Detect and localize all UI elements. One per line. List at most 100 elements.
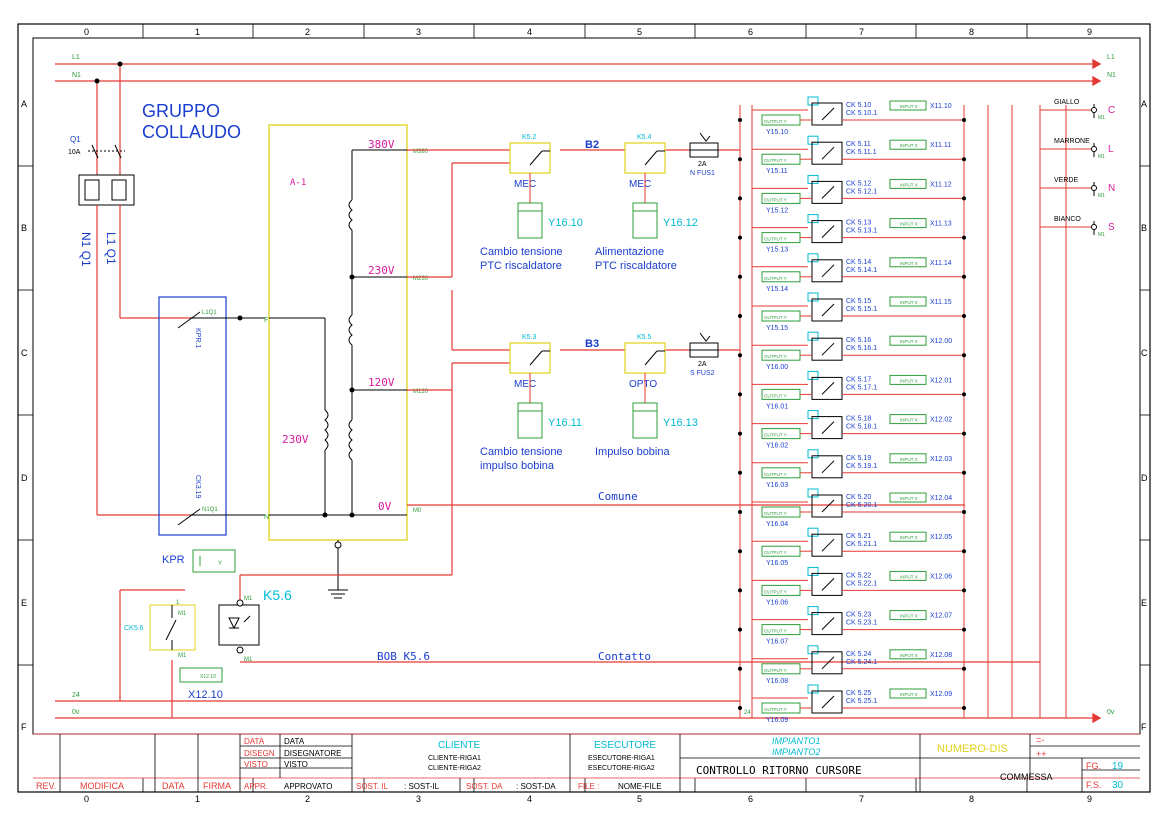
tb-visto-value: VISTO [284, 760, 308, 769]
grid-col-top-1: 1 [195, 27, 200, 37]
tb-pos: ++ [1036, 749, 1047, 759]
grid-col-bottom-4: 4 [527, 794, 532, 804]
output-ck1: CK 5.12.1 [846, 188, 877, 195]
k56-m1-coil-bottom: M1 [244, 657, 253, 663]
tb-sost-il-value: : SOST-IL [404, 782, 440, 791]
grid-row-left-F: F [21, 722, 27, 732]
output-ck: CK 5.24 [846, 651, 871, 658]
input-x: X12.07 [930, 613, 952, 620]
output-ck1: CK 5.16.1 [846, 345, 877, 352]
output-ck1: CK 5.23.1 [846, 620, 877, 627]
input-tag: INPUT X [900, 418, 918, 423]
input-x: X11.14 [930, 260, 952, 267]
relay-id: K5.3 [522, 334, 537, 341]
rail-24-label: 24 [72, 692, 80, 699]
output-y: Y16.05 [766, 560, 788, 567]
q1-n1-label: N1 Q1 [79, 232, 93, 267]
grid-col-bottom-3: 3 [416, 794, 421, 804]
rail-n1-label: N1 [72, 72, 81, 79]
transformer-a1 [268, 124, 408, 599]
output-tag: OUTPUT Y [764, 668, 787, 673]
relay-type: MEC [629, 179, 651, 190]
kpr-contact2-ref: CK3.19 [194, 475, 201, 498]
tb-fs-label: F.S. [1086, 780, 1102, 790]
kpr-block [158, 296, 265, 573]
k56-m1-top: M1 [178, 611, 187, 617]
tb-file-value: NOME-FILE [618, 782, 662, 791]
k56-output: X12.10 [188, 689, 223, 701]
grid-row-right-A: A [1141, 99, 1147, 109]
bus-bob: BOB K5.6 [377, 650, 430, 663]
output-tag: OUTPUT Y [764, 315, 787, 320]
output-ck: CK 5.25 [846, 690, 871, 697]
input-x: X11.11 [930, 142, 951, 149]
tb-disegn-label: DISEGN [244, 749, 275, 758]
grid-col-bottom-9: 9 [1087, 794, 1092, 804]
relay-id: K5.4 [637, 134, 652, 141]
output-ck1: CK 5.21.1 [846, 541, 877, 548]
grid-row-right-F: F [1141, 722, 1147, 732]
input-tag: INPUT X [900, 143, 918, 148]
output-ck: CK 5.14 [846, 259, 871, 266]
output-ck: CK 5.15 [846, 298, 871, 305]
tb-numero: NUMERO-DIS [937, 743, 1008, 755]
relay-id: K5.5 [637, 334, 652, 341]
tb-rev: REV. [36, 781, 56, 791]
output-tag: OUTPUT Y [764, 393, 787, 398]
terminal-m0: M0 [413, 508, 422, 514]
rail-l1-label: L1 [72, 54, 80, 61]
output-ck1: CK 5.20.1 [846, 502, 877, 509]
grid-row-left-A: A [21, 99, 27, 109]
grid-row-left-E: E [21, 598, 27, 608]
output-y: Y16.00 [766, 364, 788, 371]
relay-type: MEC [514, 379, 536, 390]
connector-letter: L [1108, 144, 1114, 155]
rail-0v-label-right: 0v [1107, 709, 1115, 716]
relay-desc-1: Cambio tensione [480, 446, 563, 458]
grid-col-top-4: 4 [527, 27, 532, 37]
output-tag: OUTPUT Y [764, 197, 787, 202]
q1-name: Q1 [70, 135, 81, 144]
output-ck: CK 5.10 [846, 102, 871, 109]
output-ck1: CK 5.22.1 [846, 580, 877, 587]
input-tag: INPUT X [900, 182, 918, 187]
relay-coil: Y16.12 [663, 217, 698, 229]
k56-m1-bottom: M1 [178, 653, 187, 659]
output-y: Y16.02 [766, 443, 788, 450]
tb-impianto1: IMPIANTO1 [772, 736, 820, 746]
tb-sost-da: SOST. DA [466, 782, 503, 791]
tb-commessa: COMMESSA [1000, 772, 1053, 782]
k56-ck-label: CK5.6 [124, 625, 144, 632]
output-y: Y16.04 [766, 521, 788, 528]
tb-data-col: DATA [162, 781, 185, 791]
output-tag: OUTPUT Y [764, 237, 787, 242]
relay-coil: Y16.11 [548, 417, 582, 429]
tap-120v: 120V [368, 376, 395, 389]
input-x: X11.15 [930, 299, 952, 306]
terminal-m380: M380 [413, 149, 429, 155]
grid-col-top-7: 7 [859, 27, 864, 37]
output-ck: CK 5.13 [846, 220, 871, 227]
relay-desc-1: Cambio tensione [480, 246, 563, 258]
input-tag: INPUT X [900, 614, 918, 619]
grid-col-top-2: 2 [305, 27, 310, 37]
transformer-n-label: N [264, 514, 269, 521]
relay-desc-2: PTC riscaldatore [480, 260, 562, 272]
output-tag: OUTPUT Y [764, 119, 787, 124]
transformer-f-label: F [264, 317, 268, 324]
connector-letter: N [1108, 183, 1115, 194]
tap-0v: 0V [378, 500, 392, 513]
title-line2: COLLAUDO [142, 122, 241, 142]
connector-label: GIALLO [1054, 99, 1080, 106]
grid-col-top-6: 6 [748, 27, 753, 37]
relay-desc-1: Impulso bobina [595, 446, 670, 458]
tb-modifica: MODIFICA [80, 781, 124, 791]
